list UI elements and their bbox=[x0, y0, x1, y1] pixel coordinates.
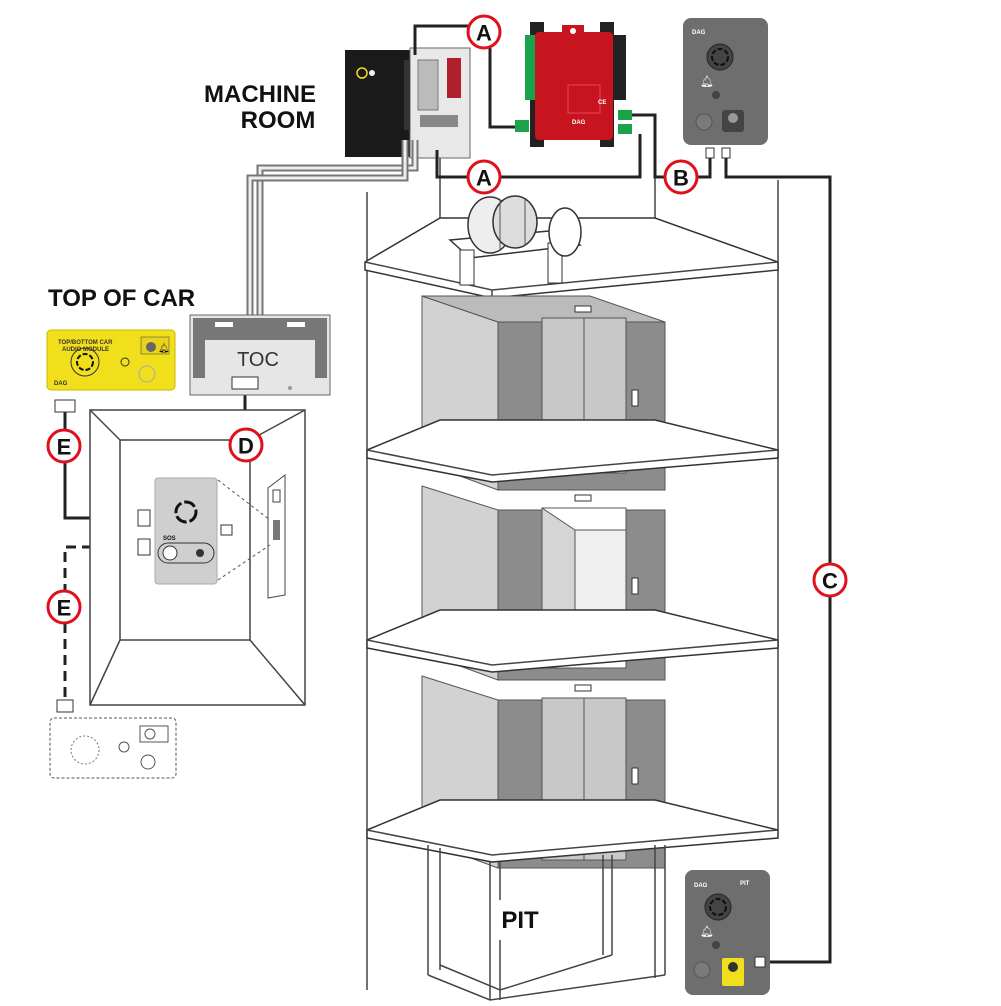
mr-device-brand: DAG bbox=[692, 30, 706, 36]
traction-machine-icon bbox=[448, 195, 582, 286]
svg-text:E: E bbox=[57, 596, 72, 621]
svg-text:D: D bbox=[238, 434, 254, 459]
marker-a-bottom: A bbox=[466, 159, 502, 195]
floor-slab-3 bbox=[366, 609, 779, 673]
machine-room-label-line1: MACHINE bbox=[204, 81, 316, 108]
pit-floor-slab bbox=[366, 799, 779, 863]
svg-text:E: E bbox=[57, 435, 72, 460]
bottom-of-car-audio-module-optional bbox=[49, 699, 177, 779]
marker-c: C bbox=[812, 562, 848, 598]
car-operating-panel: SOS bbox=[137, 477, 233, 585]
bell-icon: 🔔︎ bbox=[158, 343, 169, 353]
svg-text:B: B bbox=[673, 166, 689, 191]
svg-text:A: A bbox=[476, 21, 492, 46]
marker-a-top: A bbox=[466, 14, 502, 50]
bell-icon: 🔔︎ bbox=[700, 925, 714, 938]
toc-box: TOC bbox=[189, 314, 331, 396]
marker-b: B bbox=[663, 159, 699, 195]
svg-text:A: A bbox=[476, 166, 492, 191]
machine-room-audio-unit: DAG 🔔︎ bbox=[683, 18, 768, 159]
pit-audio-unit: DAG PIT 🔔︎ bbox=[685, 870, 770, 995]
pit-device-title: PIT bbox=[740, 881, 750, 887]
top-car-brand: DAG bbox=[54, 381, 68, 387]
top-car-title: TOP/BOTTOM CAR bbox=[58, 340, 113, 346]
red-control-board: DAG CE bbox=[515, 22, 632, 147]
top-of-car-label: TOP OF CAR bbox=[48, 285, 195, 312]
pit-label: PIT bbox=[501, 907, 539, 934]
machine-room-label-line2: ROOM bbox=[241, 107, 316, 134]
marker-d: D bbox=[228, 427, 264, 463]
marker-e-top: E bbox=[46, 428, 82, 464]
svg-text:C: C bbox=[822, 569, 838, 594]
controller-cabinet bbox=[345, 47, 471, 159]
top-car-sub: AUDIO MODULE bbox=[62, 347, 109, 353]
top-of-car-audio-module: TOP/BOTTOM CAR AUDIO MODULE 🔔︎ DAG bbox=[46, 329, 176, 413]
floor-slab-2 bbox=[366, 419, 779, 483]
board-ce-mark: CE bbox=[598, 100, 606, 106]
panel-sos-label: SOS bbox=[163, 536, 176, 542]
pit-device-brand: DAG bbox=[694, 883, 708, 889]
toc-label: TOC bbox=[237, 349, 279, 371]
board-brand: DAG bbox=[572, 120, 586, 126]
bell-icon: 🔔︎ bbox=[700, 75, 714, 88]
pit-structure bbox=[427, 845, 666, 1001]
marker-e-bottom: E bbox=[46, 589, 82, 625]
travelling-cable bbox=[246, 140, 419, 318]
